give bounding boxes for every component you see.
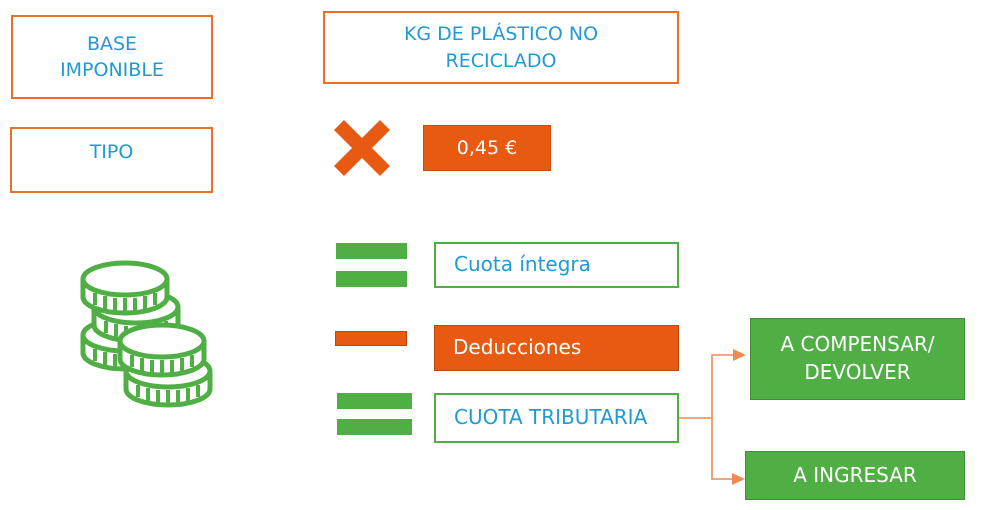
minus-icon [335, 331, 407, 346]
tipo-label: TIPO [89, 141, 134, 163]
tipo-box: TIPO [10, 127, 213, 193]
kg-plastico-box: KG DE PLÁSTICO NO RECICLADO [323, 11, 679, 84]
cuota-tributaria-label: CUOTA TRIBUTARIA [454, 405, 648, 430]
deducciones-box: Deducciones [434, 325, 679, 371]
base-imponible-box: BASE IMPONIBLE [11, 15, 213, 99]
base-imponible-label: BASE IMPONIBLE [60, 32, 164, 81]
arrow-head-icon [733, 349, 746, 361]
kg-plastico-label: KG DE PLÁSTICO NO RECICLADO [403, 23, 599, 72]
equals-icon [336, 243, 407, 287]
a-ingresar-box: A INGRESAR [745, 451, 965, 500]
cuota-tributaria-box: CUOTA TRIBUTARIA [434, 393, 679, 443]
a-compensar-box: A COMPENSAR/ DEVOLVER [750, 318, 965, 400]
arrow-head-icon [732, 473, 745, 485]
rate-box: 0,45 € [423, 125, 551, 171]
rate-value: 0,45 € [456, 136, 518, 159]
cuota-integra-label: Cuota íntegra [454, 252, 591, 277]
multiply-icon [334, 120, 390, 176]
a-compensar-label: A COMPENSAR/ DEVOLVER [780, 332, 935, 384]
coins-icon [80, 255, 220, 415]
deducciones-label: Deducciones [453, 335, 582, 360]
a-ingresar-label: A INGRESAR [793, 462, 917, 487]
cuota-integra-box: Cuota íntegra [434, 242, 679, 288]
equals-icon [337, 393, 412, 435]
